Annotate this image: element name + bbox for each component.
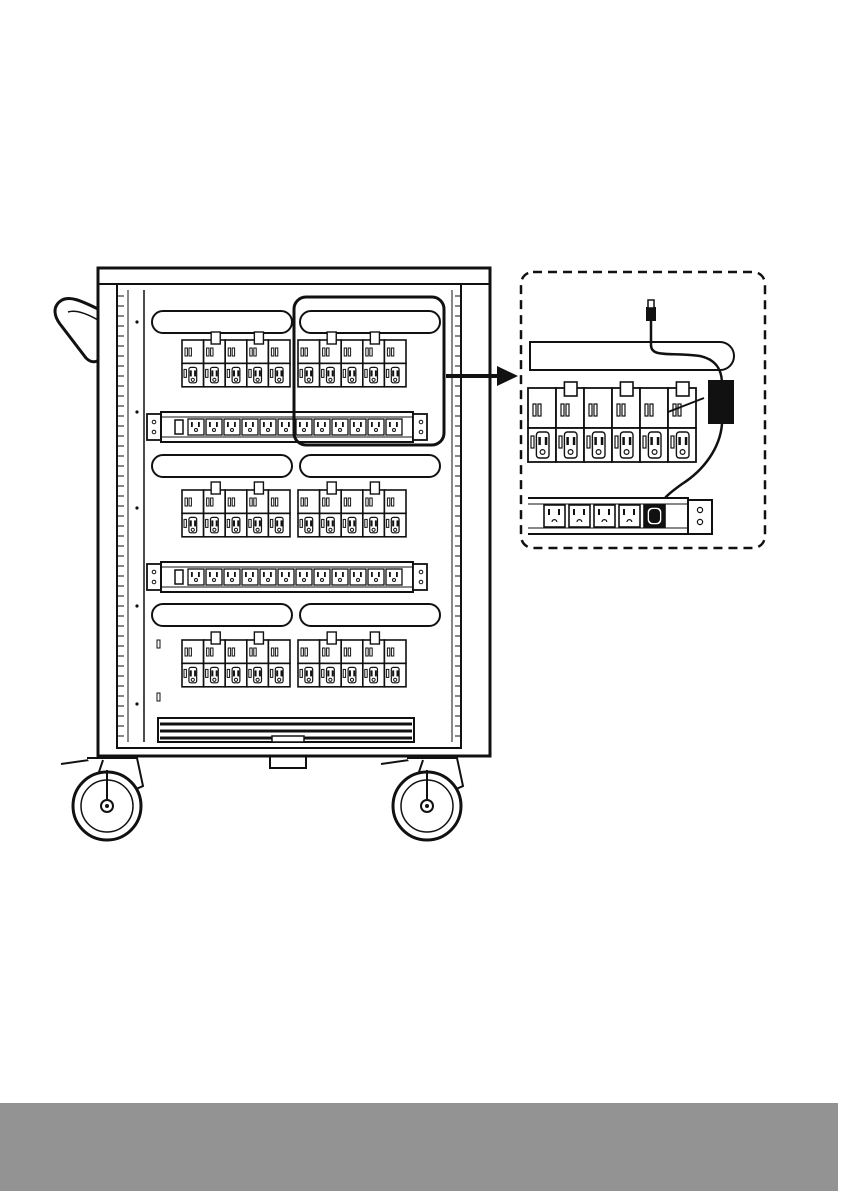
strip-outlet xyxy=(332,419,348,435)
detail-outlet-module xyxy=(528,382,696,462)
strip-outlet xyxy=(278,419,294,435)
strip-switch xyxy=(175,570,183,584)
strip-outlet xyxy=(278,569,294,585)
detail-strip-outlet xyxy=(569,505,590,527)
strip-outlet xyxy=(224,419,240,435)
strip-outlet xyxy=(206,569,222,585)
strip-outlet xyxy=(386,569,402,585)
strip-outlet xyxy=(296,569,312,585)
strip-switch xyxy=(175,420,183,434)
power-adapter-brick xyxy=(708,380,734,424)
strip-outlet xyxy=(368,419,384,435)
strip-outlet xyxy=(242,569,258,585)
outlet-module-middle-left xyxy=(182,482,290,537)
strip-outlet xyxy=(260,569,276,585)
usb-plug xyxy=(646,307,656,321)
strip-outlet xyxy=(332,569,348,585)
strip-outlet xyxy=(206,419,222,435)
outlet-module-middle-right xyxy=(298,482,406,537)
detail-strip-outlet xyxy=(594,505,615,527)
strip-outlet xyxy=(242,419,258,435)
casters xyxy=(61,758,463,840)
footer-bar xyxy=(0,1103,838,1191)
strip-outlet xyxy=(314,569,330,585)
base-vent xyxy=(158,718,414,742)
caster-left xyxy=(61,758,143,840)
strip-outlet xyxy=(314,419,330,435)
bottom-pull xyxy=(270,756,306,768)
strip-outlet xyxy=(386,419,402,435)
strip-outlet xyxy=(296,419,312,435)
strip-outlet xyxy=(350,419,366,435)
detail-strip-outlet xyxy=(619,505,640,527)
cart-handle xyxy=(55,298,100,361)
detail-strip-outlet xyxy=(544,505,565,527)
power-strip-top xyxy=(147,412,427,442)
outlet-module-top-right xyxy=(298,332,406,387)
caster-right xyxy=(381,758,463,840)
strip-outlet xyxy=(368,569,384,585)
strip-outlet xyxy=(188,569,204,585)
strip-outlet xyxy=(224,569,240,585)
outlet-module-top-left xyxy=(182,332,290,387)
outlet-module-bottom-right xyxy=(298,632,406,687)
strip-outlet xyxy=(260,419,276,435)
detail-power-strip xyxy=(528,498,712,534)
outlet-module-bottom-left xyxy=(182,632,290,687)
detail-callout xyxy=(521,272,765,548)
power-strip-middle xyxy=(147,562,427,592)
strip-outlet xyxy=(188,419,204,435)
strip-outlet xyxy=(350,569,366,585)
charging-cart xyxy=(55,268,490,840)
